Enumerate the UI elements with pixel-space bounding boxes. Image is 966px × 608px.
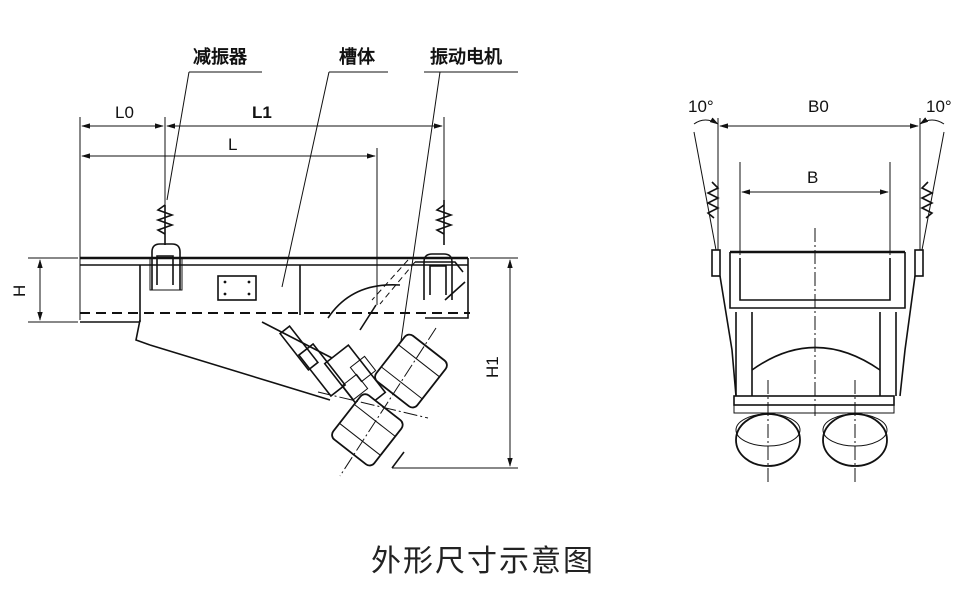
spring-left-icon <box>706 181 720 219</box>
dim-label-b0: B0 <box>808 97 829 116</box>
trough-section <box>719 250 916 414</box>
motor-bracket <box>135 259 416 412</box>
diagram-caption: 外形尺寸示意图 <box>371 544 595 579</box>
trough-leader <box>281 71 330 288</box>
dim-label-h: H <box>10 285 29 297</box>
nameplate-icon <box>217 275 257 301</box>
motor-leader <box>399 71 441 349</box>
damper-left <box>149 204 183 291</box>
dim-label-l1: L1 <box>252 103 272 122</box>
dim-label-b: B <box>807 168 818 187</box>
damper-right <box>415 200 464 300</box>
motor-axis-line <box>317 391 429 419</box>
dim-label-l: L <box>228 135 237 154</box>
dim-label-l0: L0 <box>115 103 134 122</box>
trough-body <box>80 256 470 323</box>
motor-guard-arc <box>327 283 401 319</box>
vibration-motor-lower <box>331 393 404 467</box>
motor-centerline <box>339 327 437 477</box>
spring-right-icon <box>920 181 934 219</box>
motor-label: 振动电机 <box>430 46 502 68</box>
angle-label-left: 10° <box>688 97 714 116</box>
side-view: 减振器 槽体 振动电机 L0 L1 L H H1 <box>10 46 518 477</box>
vibration-motor-upper <box>374 333 448 409</box>
trough-label: 槽体 <box>339 46 376 68</box>
damper-label: 减振器 <box>193 46 248 68</box>
angle-label-right: 10° <box>926 97 952 116</box>
dim-label-h1: H1 <box>483 356 502 378</box>
end-view: 10° 10° B0 B <box>688 97 952 484</box>
damper-leader <box>166 71 190 201</box>
